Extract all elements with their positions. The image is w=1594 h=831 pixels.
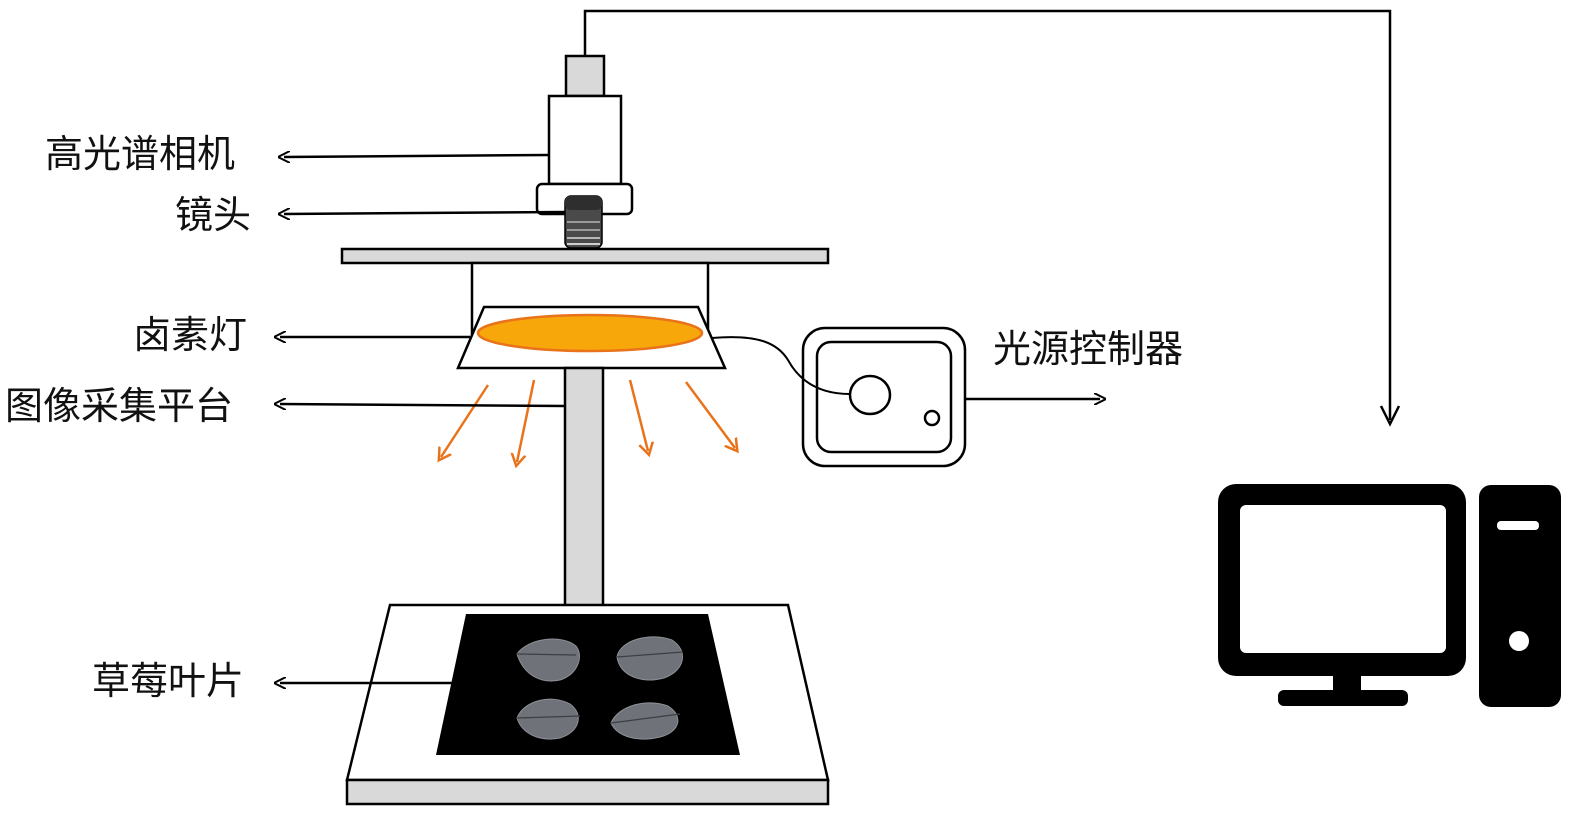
- label-leaders: [280, 155, 566, 683]
- leaf: [616, 636, 684, 681]
- cable-arrowhead: [1379, 405, 1401, 427]
- camera-label: 高光谱相机: [45, 132, 236, 176]
- lens: [564, 195, 603, 249]
- leaves-label: 草莓叶片: [92, 659, 245, 703]
- light-rays: [441, 379, 735, 462]
- camera-body: [547, 94, 623, 186]
- sample-tray: [436, 614, 740, 755]
- lens-label: 镜头: [175, 193, 252, 237]
- leaf: [610, 702, 681, 740]
- strawberry-leaves: [516, 636, 684, 740]
- desktop-tower-icon: [1479, 485, 1561, 707]
- light-source-controller: [801, 326, 967, 468]
- top-shelf: [340, 247, 830, 265]
- controller-knob: [848, 374, 892, 416]
- leaf: [516, 638, 580, 682]
- leaf: [516, 698, 581, 740]
- computer-monitor-icon: [1218, 484, 1466, 706]
- base-platform-front: [345, 778, 830, 806]
- halogen-lamp: [476, 313, 704, 353]
- camera-connector: [564, 54, 606, 98]
- halogen-lamp-label: 卤素灯: [133, 313, 248, 357]
- platform-label: 图像采集平台: [5, 384, 234, 428]
- light-controller-label: 光源控制器: [993, 327, 1184, 371]
- data-cable: [583, 9, 1392, 420]
- controller-indicator: [923, 409, 941, 427]
- lamp-power-cable: [711, 336, 851, 395]
- support-column: [563, 366, 605, 608]
